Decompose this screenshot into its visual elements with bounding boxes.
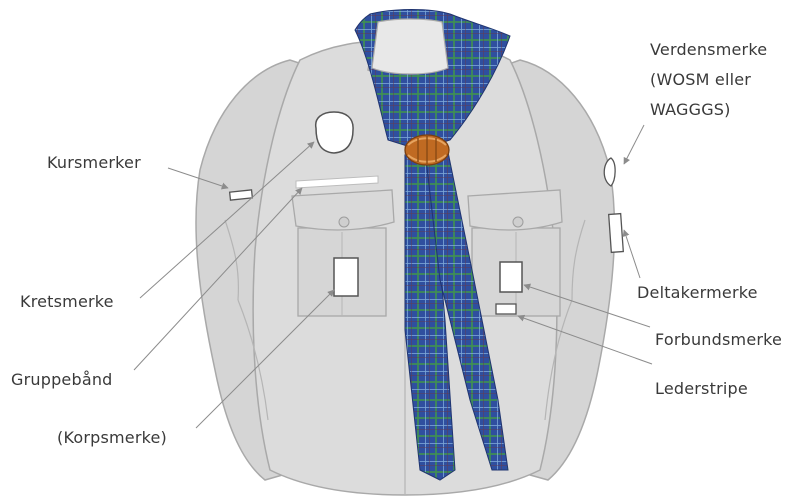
label-verdensmerke-line1: Verdensmerke xyxy=(650,35,767,65)
kursmerke-badge xyxy=(230,190,253,200)
right-chest-pocket xyxy=(468,190,562,316)
label-verdensmerke-line2: (WOSM eller xyxy=(650,65,767,95)
label-kursmerker: Kursmerker xyxy=(47,153,141,173)
leader-verdensmerke xyxy=(624,125,644,164)
label-deltakermerke: Deltakermerke xyxy=(637,283,758,303)
label-verdensmerke: Verdensmerke (WOSM eller WAGGGS) xyxy=(650,35,767,125)
kretsmerke-badge xyxy=(316,112,353,153)
label-kretsmerke: Kretsmerke xyxy=(20,292,114,312)
leader-deltakermerke xyxy=(624,230,640,278)
deltakermerke-badge xyxy=(609,214,624,253)
left-chest-pocket xyxy=(292,190,394,316)
label-lederstripe: Lederstripe xyxy=(655,379,748,399)
woggle-knot xyxy=(405,135,449,165)
label-korpsmerke: (Korpsmerke) xyxy=(57,428,167,448)
verdensmerke-badge xyxy=(604,158,615,186)
korpsmerke-badge xyxy=(334,258,358,296)
forbundsmerke-badge xyxy=(500,262,522,292)
label-forbundsmerke: Forbundsmerke xyxy=(655,330,782,350)
label-gruppebaand: Gruppebånd xyxy=(11,370,113,390)
label-verdensmerke-line3: WAGGGS) xyxy=(650,95,767,125)
lederstripe-badge xyxy=(496,304,516,314)
